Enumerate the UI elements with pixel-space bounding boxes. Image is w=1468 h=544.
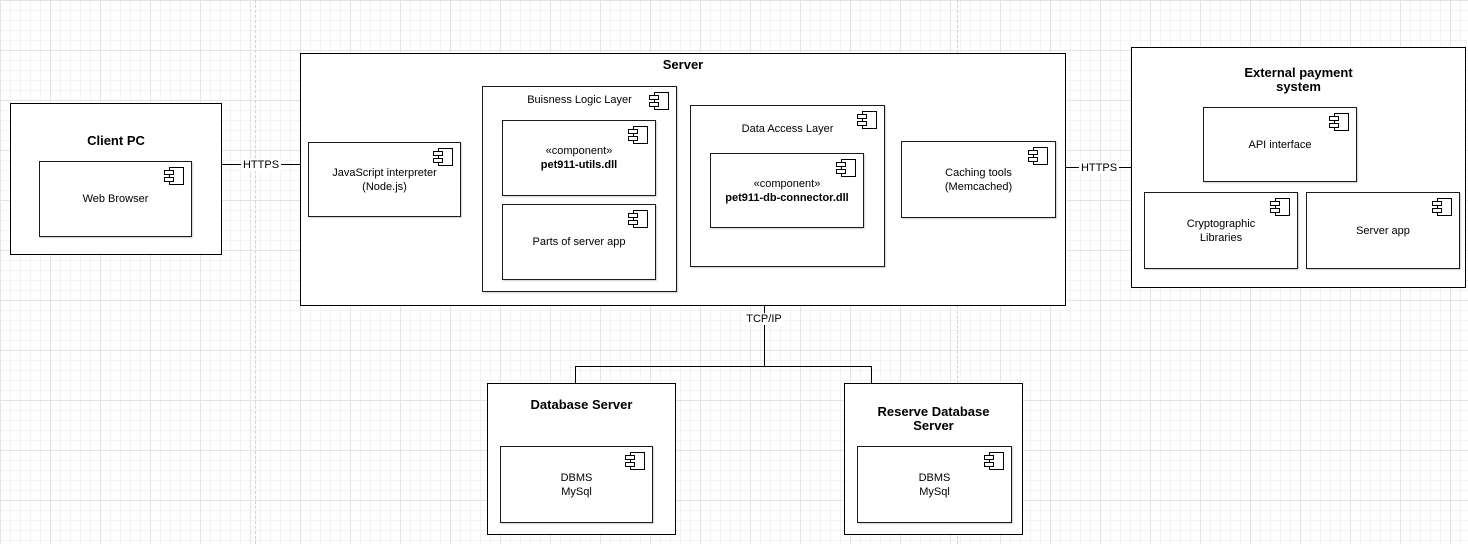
component-server-app[interactable]: Server app: [1306, 192, 1460, 269]
dbms-mysql-reserve-label: DBMS MySql: [919, 471, 951, 499]
component-web-browser[interactable]: Web Browser: [39, 161, 192, 237]
edge-label-https-left: HTTPS: [240, 159, 282, 171]
server-app-label: Server app: [1356, 224, 1410, 237]
component-cryptographic-libraries[interactable]: Cryptographic Libraries: [1144, 192, 1298, 269]
dbms-reserve-label-line1: DBMS: [918, 471, 951, 484]
data-access-layer-title: Data Access Layer: [741, 123, 834, 135]
business-logic-layer-title: Buisness Logic Layer: [527, 94, 632, 106]
component-pet911-db-connector-dll[interactable]: «component» pet911-db-connector.dll: [710, 153, 864, 228]
component-dbms-mysql[interactable]: DBMS MySql: [500, 446, 653, 523]
edge-tcpip-drop-right[interactable]: [871, 366, 872, 384]
edge-label-tcpip: TCP/IP: [744, 313, 784, 325]
edge-tcpip-drop-left[interactable]: [575, 366, 576, 384]
api-interface-label: API interface: [1248, 138, 1312, 151]
crypto-label-line2: Libraries: [1199, 231, 1243, 244]
pet911-utils-stereotype: «component»: [545, 145, 613, 157]
dbms-mysql-label: DBMS MySql: [561, 471, 593, 499]
component-icon: [433, 148, 453, 166]
reserve-database-server-title: Reserve Database Server: [845, 405, 1022, 433]
edge-tcpip-branch[interactable]: [575, 366, 872, 367]
web-browser-label: Web Browser: [82, 193, 149, 205]
edge-label-https-right: HTTPS: [1078, 162, 1120, 174]
dbms-label-line1: DBMS: [560, 471, 593, 484]
edge-tcpip-trunk[interactable]: [764, 306, 765, 367]
component-dbms-mysql-reserve[interactable]: DBMS MySql: [857, 446, 1012, 523]
component-icon: [836, 159, 856, 177]
external-payment-title-line2: system: [1276, 79, 1321, 94]
pet911-db-connector-label: «component» pet911-db-connector.dll: [725, 177, 848, 205]
pet911-utils-name: pet911-utils.dll: [540, 159, 618, 171]
component-icon: [1270, 198, 1290, 216]
component-icon: [984, 452, 1004, 470]
component-icon: [1329, 113, 1349, 131]
reserve-db-title-line1: Reserve Database: [877, 404, 990, 419]
parts-of-server-app-label: Parts of server app: [532, 236, 626, 248]
crypto-label-line1: Cryptographic: [1186, 217, 1256, 230]
js-interpreter-label: JavaScript interpreter (Node.js): [332, 166, 437, 194]
pet911-db-connector-name: pet911-db-connector.dll: [725, 191, 849, 204]
component-icon: [1432, 198, 1452, 216]
component-icon: [628, 126, 648, 144]
server-title: Server: [662, 57, 704, 72]
component-icon: [628, 210, 648, 228]
component-icon: [857, 111, 877, 129]
component-api-interface[interactable]: API interface: [1203, 107, 1357, 182]
component-icon: [625, 452, 645, 470]
js-interpreter-label-line2: (Node.js): [362, 180, 407, 193]
client-pc-title: Client PC: [87, 133, 145, 148]
caching-tools-label: Caching tools (Memcached): [945, 166, 1012, 194]
external-payment-title: External payment system: [1132, 66, 1465, 94]
component-icon: [164, 167, 184, 185]
component-icon: [649, 92, 669, 110]
dbms-reserve-label-line2: MySql: [919, 485, 950, 498]
js-interpreter-label-line1: JavaScript interpreter: [332, 166, 437, 179]
caching-tools-label-line2: (Memcached): [944, 180, 1013, 193]
component-pet911-utils-dll[interactable]: «component» pet911-utils.dll: [502, 120, 656, 196]
component-parts-of-server-app[interactable]: Parts of server app: [502, 204, 656, 280]
reserve-db-title-line2: Server: [913, 418, 954, 433]
page-guide-left: [255, 0, 256, 544]
component-caching-tools[interactable]: Caching tools (Memcached): [901, 141, 1056, 218]
dbms-label-line2: MySql: [561, 485, 592, 498]
external-payment-title-line1: External payment: [1244, 65, 1353, 80]
component-js-interpreter[interactable]: JavaScript interpreter (Node.js): [308, 142, 461, 217]
component-icon: [1028, 147, 1048, 165]
cryptographic-libraries-label: Cryptographic Libraries: [1187, 217, 1255, 245]
database-server-title: Database Server: [530, 397, 633, 412]
caching-tools-label-line1: Caching tools: [945, 166, 1012, 179]
pet911-utils-label: «component» pet911-utils.dll: [541, 144, 617, 172]
pet911-db-connector-stereotype: «component»: [753, 177, 821, 190]
